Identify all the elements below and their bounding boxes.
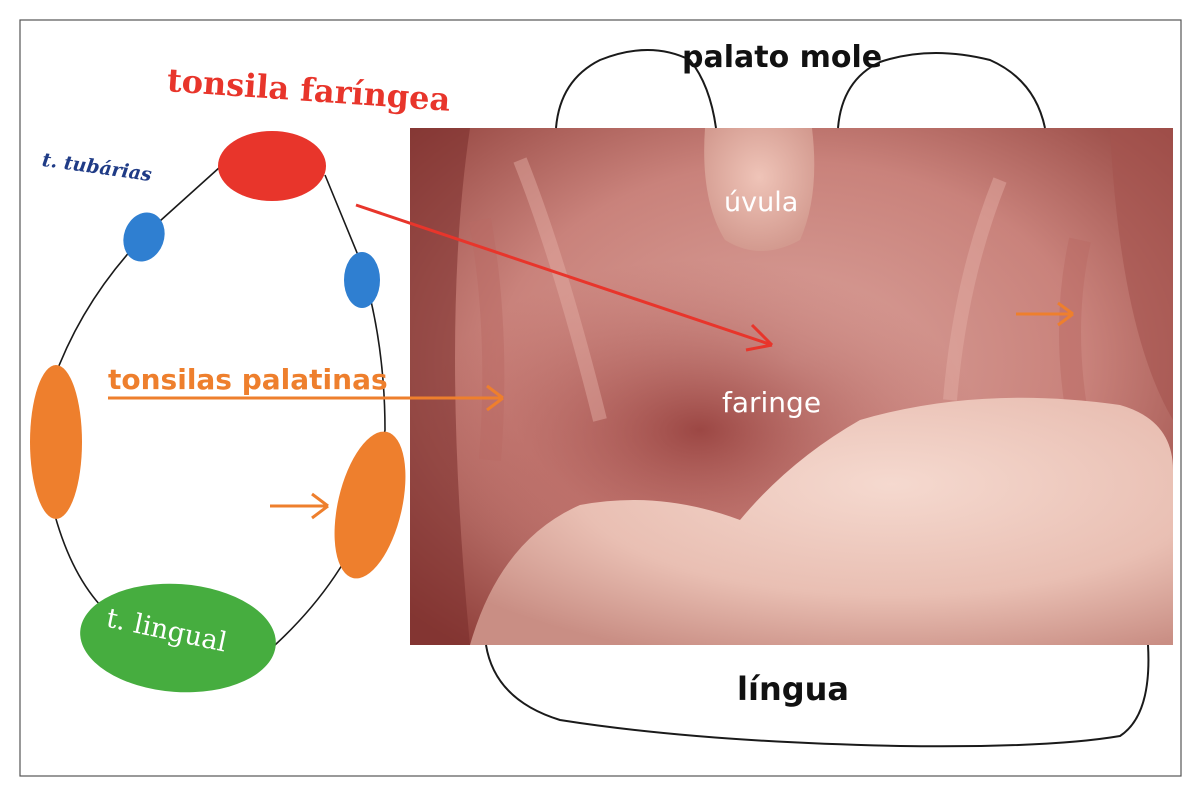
- palatine-arrow-head: [486, 384, 504, 412]
- palatine-tonsil-right-shape: [334, 431, 406, 579]
- pharyngeal-tonsil-label: tonsila faríngea: [166, 61, 452, 119]
- tubal-tonsils-label: t. tubárias: [41, 149, 154, 186]
- tongue-shape: [470, 397, 1173, 645]
- photo-palatine-arrow-head: [1057, 301, 1074, 327]
- palatine-tonsil-left-shape: [30, 365, 82, 519]
- ring-outline-right: [274, 174, 386, 646]
- soft-palate-left-outline: [555, 49, 717, 129]
- soft-palate-label: palato mole: [682, 40, 882, 75]
- pharyngeal-arrow-head: [745, 323, 774, 352]
- palatine-tonsils-label: tonsilas palatinas: [108, 363, 388, 396]
- uvula-label: úvula: [724, 187, 798, 218]
- pharynx-label: faringe: [722, 386, 821, 419]
- pharyngeal-tonsil-shape: [218, 131, 326, 201]
- tubal-tonsil-right-shape: [344, 252, 380, 308]
- pharyngeal-arrow-line: [355, 203, 773, 347]
- tubal-tonsil-left-shape: [123, 212, 165, 262]
- tongue-label: língua: [737, 670, 849, 708]
- palatine-right-arrow-head: [311, 492, 329, 520]
- soft-palate-right-outline: [837, 51, 1046, 129]
- uvula-shape: [704, 128, 815, 251]
- figure-frame: [19, 19, 1182, 777]
- lingual-tonsil-shape: [80, 583, 276, 693]
- tongue-outline: [485, 644, 1150, 748]
